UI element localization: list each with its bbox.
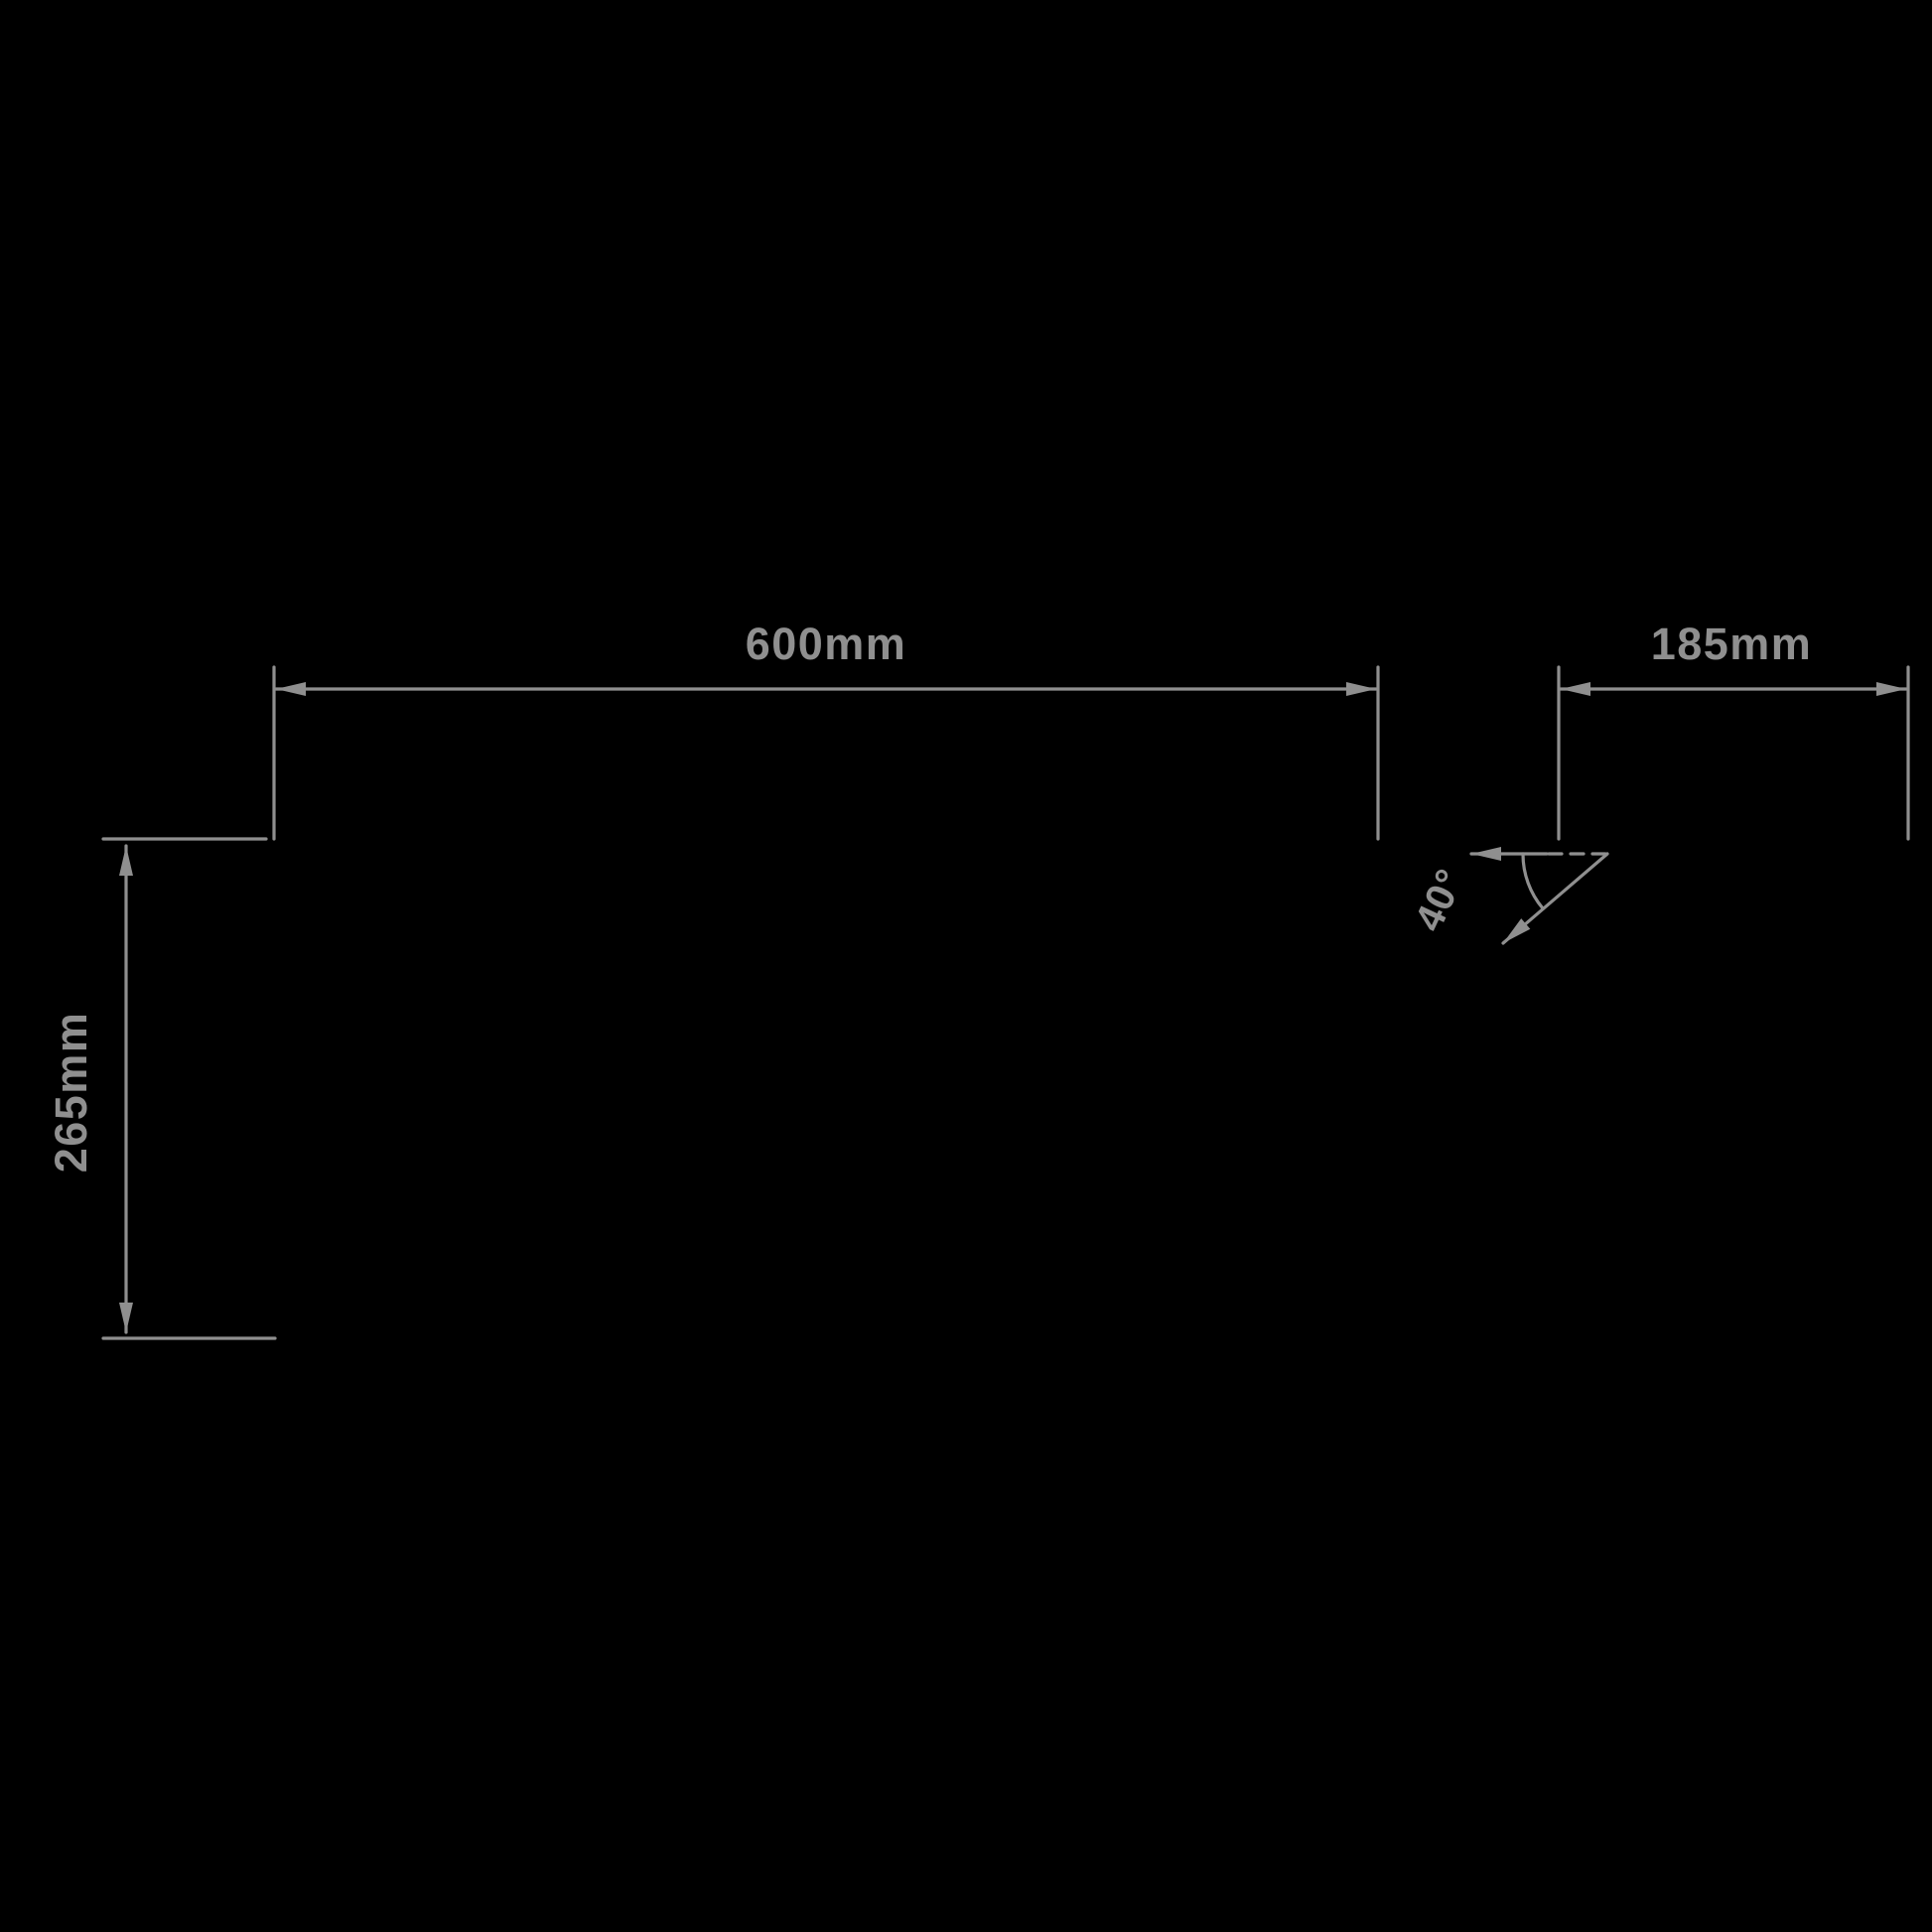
projection-dimension-label: 185mm — [1651, 619, 1813, 669]
height-dimension-label: 265mm — [46, 1012, 96, 1173]
angle-label: 40° — [1407, 862, 1473, 937]
width-dimension-label: 600mm — [746, 619, 907, 669]
angle-tilt-line — [1501, 852, 1609, 945]
dimension-labels: 600mm 185mm 265mm 40° — [46, 619, 1813, 1173]
angle-arc — [1521, 852, 1545, 910]
dimension-lines — [101, 665, 1910, 1340]
